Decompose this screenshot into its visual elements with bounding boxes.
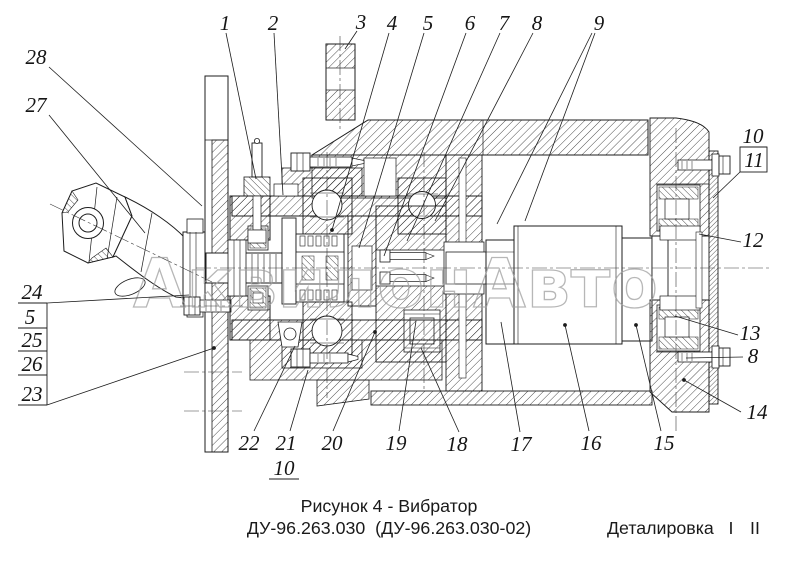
callout-17: 17: [500, 321, 534, 456]
callout-19: 19: [386, 320, 417, 455]
callout-label-10: 10: [274, 456, 296, 480]
detail-label: Деталировка: [607, 518, 714, 538]
eccentric-rotor: [485, 225, 669, 345]
callout-11: 11: [712, 146, 768, 199]
callout-15: 15: [634, 323, 675, 455]
callout-28: 28: [26, 45, 203, 207]
callout-22: 22: [239, 345, 296, 455]
callout-23: 23: [18, 346, 216, 406]
gearbox-bottom: [231, 301, 483, 407]
callout-label-27: 27: [26, 93, 49, 117]
callout-6: 6: [383, 11, 476, 257]
callout-13: 13: [674, 315, 761, 345]
callout-label-4: 4: [387, 11, 398, 35]
watermark-text: АквилонАвто: [133, 245, 659, 324]
callout-label-5: 5: [423, 11, 434, 35]
callout-18: 18: [420, 347, 469, 456]
detail-link-2[interactable]: II: [750, 518, 760, 538]
callout-label-20: 20: [322, 431, 344, 455]
figure-caption: Рисунок 4 - Вибратор: [301, 496, 478, 516]
callout-label-19: 19: [386, 431, 408, 455]
callout-label-2: 2: [268, 11, 279, 35]
callout-5: 5: [18, 305, 47, 329]
callout-1: 1: [220, 11, 257, 180]
callout-14: 14: [682, 378, 768, 424]
callout-label-8: 8: [532, 11, 543, 35]
detail-link-1[interactable]: I: [729, 518, 734, 538]
callout-label-7: 7: [499, 11, 511, 35]
callout-20: 20: [322, 330, 377, 455]
callout-label-17: 17: [511, 432, 534, 456]
gear-coupling: [281, 215, 377, 307]
callout-7: 7: [406, 11, 511, 242]
callout-12: 12: [698, 228, 765, 252]
figure-number: ДУ-96.263.030 (ДУ-96.263.030-02): [247, 518, 531, 538]
callout-label-11: 11: [744, 148, 763, 172]
centerlines: [49, 36, 772, 434]
callout-label-5: 5: [25, 305, 36, 329]
callout-3: 3: [344, 10, 367, 50]
callout-27: 27: [26, 93, 146, 234]
right-end: [649, 117, 731, 413]
callout-label-25: 25: [22, 328, 43, 352]
callout-9: 9: [496, 11, 605, 225]
callout-label-18: 18: [447, 432, 469, 456]
callout-4: 4: [330, 11, 398, 232]
callout-label-12: 12: [743, 228, 765, 252]
callout-label-1: 1: [220, 11, 231, 35]
callout-label-14: 14: [747, 400, 769, 424]
callout-8: 8: [685, 344, 759, 368]
callout-label-24: 24: [22, 280, 44, 304]
callout-25: 25: [18, 328, 47, 352]
callout-label-9: 9: [594, 11, 605, 35]
drawing-geometry: [61, 43, 731, 453]
callout-16: 16: [563, 323, 602, 455]
callout-label-22: 22: [239, 431, 261, 455]
caption-group: Рисунок 4 - Вибратор ДУ-96.263.030 (ДУ-9…: [247, 496, 760, 538]
callout-10: 10: [269, 456, 299, 480]
callout-label-3: 3: [355, 10, 367, 34]
callout-label-28: 28: [26, 45, 48, 69]
callout-26: 26: [18, 352, 47, 376]
callout-2: 2: [268, 11, 284, 196]
callout-label-23: 23: [22, 382, 43, 406]
callout-8: 8: [434, 11, 543, 222]
mount-column: [325, 43, 356, 121]
bottom-band: [370, 390, 653, 406]
callout-label-15: 15: [654, 431, 675, 455]
callout-label-16: 16: [581, 431, 603, 455]
callout-label-13: 13: [740, 321, 761, 345]
callout-5: 5: [358, 11, 434, 249]
callout-label-8: 8: [748, 344, 759, 368]
callout-label-21: 21: [276, 431, 297, 455]
callout-21: 21: [276, 369, 309, 455]
callout-label-6: 6: [465, 11, 476, 35]
housing-top-wall: [310, 119, 649, 156]
callout-label-26: 26: [22, 352, 44, 376]
callout-10: 10: [740, 124, 767, 148]
callout-24: 24: [18, 280, 190, 304]
callout-label-10: 10: [743, 124, 765, 148]
